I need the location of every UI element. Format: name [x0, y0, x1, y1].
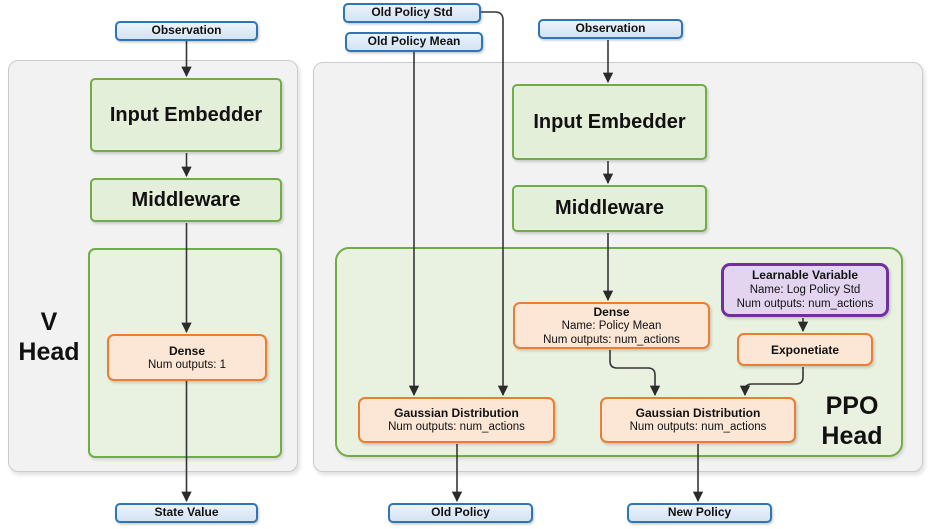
node-middleware-left-label: Middleware — [131, 188, 241, 211]
v-head-label-line2: Head — [18, 338, 80, 366]
node-dense-policy-mean: Dense Name: Policy Mean Num outputs: num… — [513, 302, 710, 349]
node-gaussian-distribution-old: Gaussian Distribution Num outputs: num_a… — [358, 397, 555, 443]
node-gaussian-new-title: Gaussian Distribution — [635, 406, 761, 420]
node-learnable-variable-line1: Name: Log Policy Std — [749, 283, 861, 296]
node-middleware-left: Middleware — [90, 178, 282, 222]
node-old-policy-mean-label: Old Policy Mean — [367, 34, 461, 49]
node-input-embedder-right-label: Input Embedder — [533, 110, 686, 133]
node-learnable-variable-line2: Num outputs: num_actions — [736, 298, 874, 311]
v-head-label: V Head — [10, 307, 88, 367]
node-new-policy-label: New Policy — [667, 505, 732, 520]
node-observation-left: Observation — [115, 21, 258, 41]
ppo-head-label-line2: Head — [821, 422, 883, 450]
node-input-embedder-left-label: Input Embedder — [109, 103, 263, 126]
node-gaussian-distribution-new: Gaussian Distribution Num outputs: num_a… — [600, 397, 796, 443]
node-observation-left-label: Observation — [151, 23, 222, 38]
node-dense-policy-mean-line2: Num outputs: num_actions — [543, 333, 680, 346]
node-learnable-variable-title: Learnable Variable — [751, 268, 859, 283]
node-middleware-right-label: Middleware — [555, 197, 664, 219]
node-old-policy-std: Old Policy Std — [343, 3, 481, 23]
node-old-policy-label: Old Policy — [431, 505, 490, 520]
node-gaussian-old-title: Gaussian Distribution — [394, 406, 519, 420]
v-head-label-line1: V — [40, 308, 58, 336]
node-old-policy-std-label: Old Policy Std — [371, 5, 453, 20]
node-new-policy: New Policy — [627, 503, 772, 523]
node-state-value-label: State Value — [154, 505, 219, 520]
node-exponetiate: Exponetiate — [737, 333, 873, 366]
node-dense-v-title: Dense — [168, 343, 206, 358]
node-gaussian-old-line1: Num outputs: num_actions — [388, 421, 525, 433]
ppo-head-label-line1: PPO — [825, 392, 879, 420]
node-dense-policy-mean-line1: Name: Policy Mean — [561, 319, 662, 332]
node-old-policy: Old Policy — [388, 503, 533, 523]
node-learnable-variable: Learnable Variable Name: Log Policy Std … — [721, 263, 889, 317]
node-observation-right: Observation — [538, 19, 683, 39]
node-input-embedder-left: Input Embedder — [90, 78, 282, 152]
node-observation-right-label: Observation — [575, 21, 646, 36]
node-state-value: State Value — [115, 503, 258, 523]
node-dense-v-line1: Num outputs: 1 — [148, 358, 226, 371]
node-input-embedder-right: Input Embedder — [512, 84, 707, 160]
ppo-head-label: PPO Head — [797, 391, 907, 451]
node-middleware-right: Middleware — [512, 185, 707, 232]
node-old-policy-mean: Old Policy Mean — [345, 32, 483, 52]
node-gaussian-new-line1: Num outputs: num_actions — [629, 421, 767, 433]
node-dense-policy-mean-title: Dense — [593, 304, 630, 319]
node-exponetiate-title: Exponetiate — [770, 342, 839, 357]
node-dense-v: Dense Num outputs: 1 — [107, 334, 267, 381]
